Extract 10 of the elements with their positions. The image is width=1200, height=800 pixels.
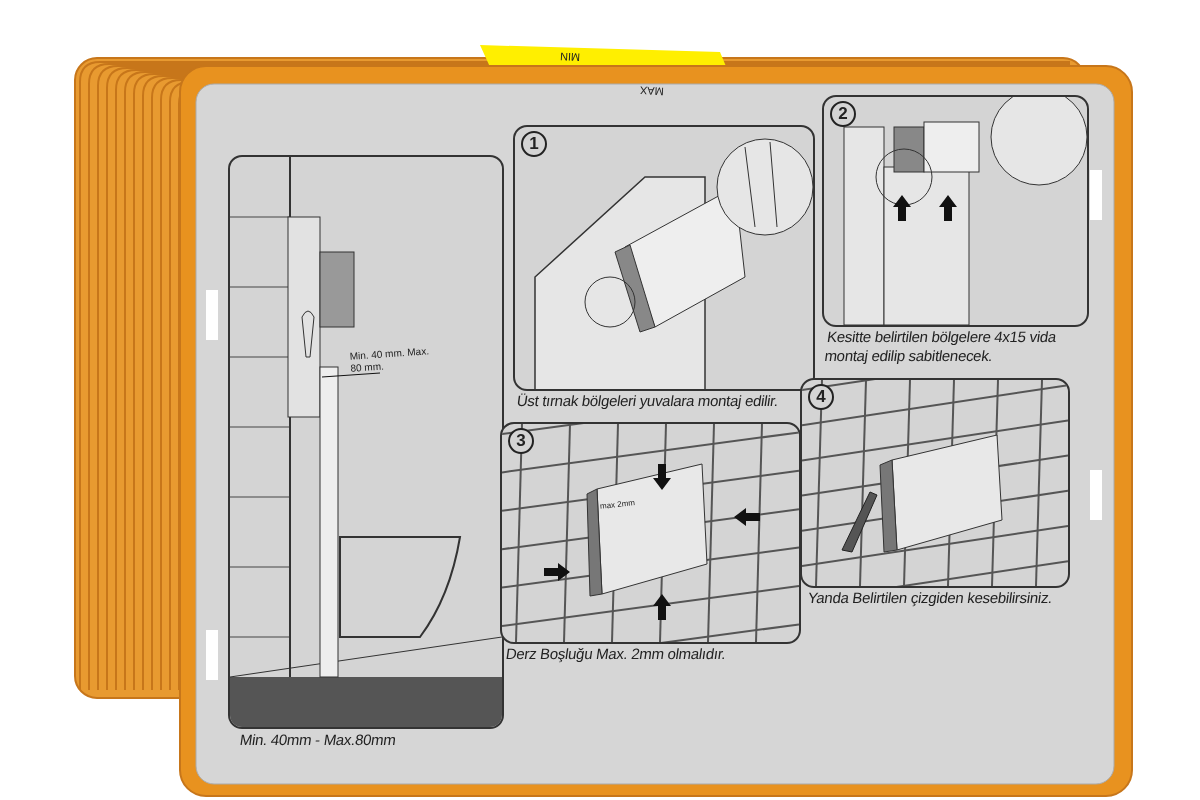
instruction-text: Kesitte belirtilen bölgelere 4x15 vida montaj edilip sabitlenecek. [823, 327, 1059, 365]
instruction-text: Min. 40mm - Max.80mm [238, 730, 398, 749]
instruction-text: Yanda Belirtilen çizgiden kesebilirsiniz. [806, 588, 1055, 607]
instruction-text: Derz Boşluğu Max. 2mm olmalıdır. [504, 644, 728, 663]
dimension-text: max 2mm [599, 498, 636, 512]
instruction-step [822, 95, 1090, 367]
tape-marking: MIN [559, 49, 581, 64]
instruction-text: Üst tırnak bölgeleri yuvalara montaj edilir. [515, 391, 781, 410]
dimension-text: Min. 40 mm. Max. 80 mm. [349, 345, 431, 375]
tape-marking: MAX [639, 83, 665, 98]
